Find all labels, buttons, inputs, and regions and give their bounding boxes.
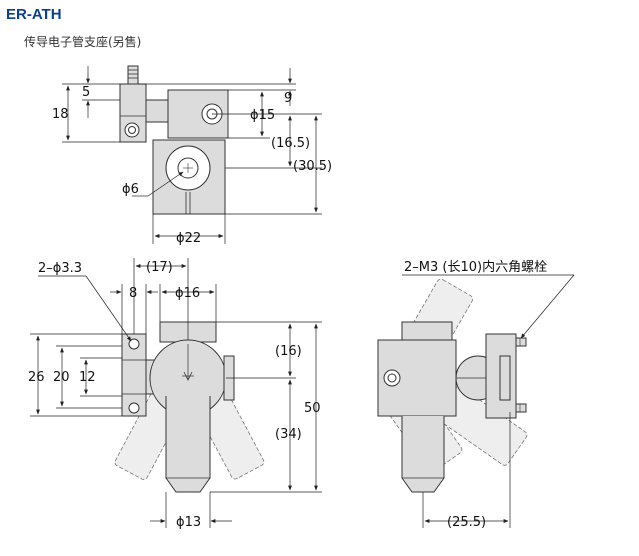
front-tube	[165, 396, 211, 493]
dim-9: 9	[284, 91, 292, 106]
page-title: ER-ATH	[6, 6, 62, 23]
front-hole-top-icon	[128, 338, 140, 350]
dim-25-5: (25.5)	[447, 515, 486, 530]
dim-12: 12	[79, 370, 96, 385]
dim-phi16: ϕ16	[175, 286, 200, 301]
dim-34: (34)	[275, 427, 302, 442]
dim-50: 50	[304, 401, 321, 416]
side-view: 2–M3 (长10)内六角螺栓 (25.5)	[377, 259, 575, 530]
dim-17: (17)	[146, 260, 173, 275]
dim-hole: 2–ϕ3.3	[38, 261, 82, 276]
plate-hole-icon	[124, 122, 140, 138]
dim-16: (16)	[275, 344, 302, 359]
side-tube	[401, 416, 445, 493]
page-subtitle: 传导电子管支座(另售)	[24, 35, 142, 49]
dim-phi22: ϕ22	[176, 231, 201, 246]
front-view: 2–ϕ3.3 (17) 8 ϕ16 26 20 12	[28, 258, 322, 530]
dim-bolt: 2–M3 (长10)内六角螺栓	[404, 259, 547, 275]
top-view: 18 5 9 ϕ15 (16.5) (30.5) ϕ6 ϕ22	[52, 65, 332, 246]
bolt-top-icon	[515, 337, 527, 347]
side-screw-icon	[383, 369, 401, 387]
dim-26: 26	[28, 370, 45, 385]
front-hole-bottom-icon	[128, 402, 140, 414]
dim-5: 5	[82, 85, 90, 100]
dim-16-5: (16.5)	[271, 136, 310, 151]
dim-30-5: (30.5)	[293, 159, 332, 174]
dim-phi13: ϕ13	[176, 515, 201, 530]
dim-8: 8	[129, 286, 137, 301]
dim-20: 20	[53, 370, 70, 385]
dim-phi15: ϕ15	[250, 108, 275, 123]
dim-18: 18	[52, 107, 69, 122]
top-pin	[127, 65, 139, 85]
dim-phi6: ϕ6	[122, 182, 139, 197]
bolt-bottom-icon	[515, 403, 527, 413]
